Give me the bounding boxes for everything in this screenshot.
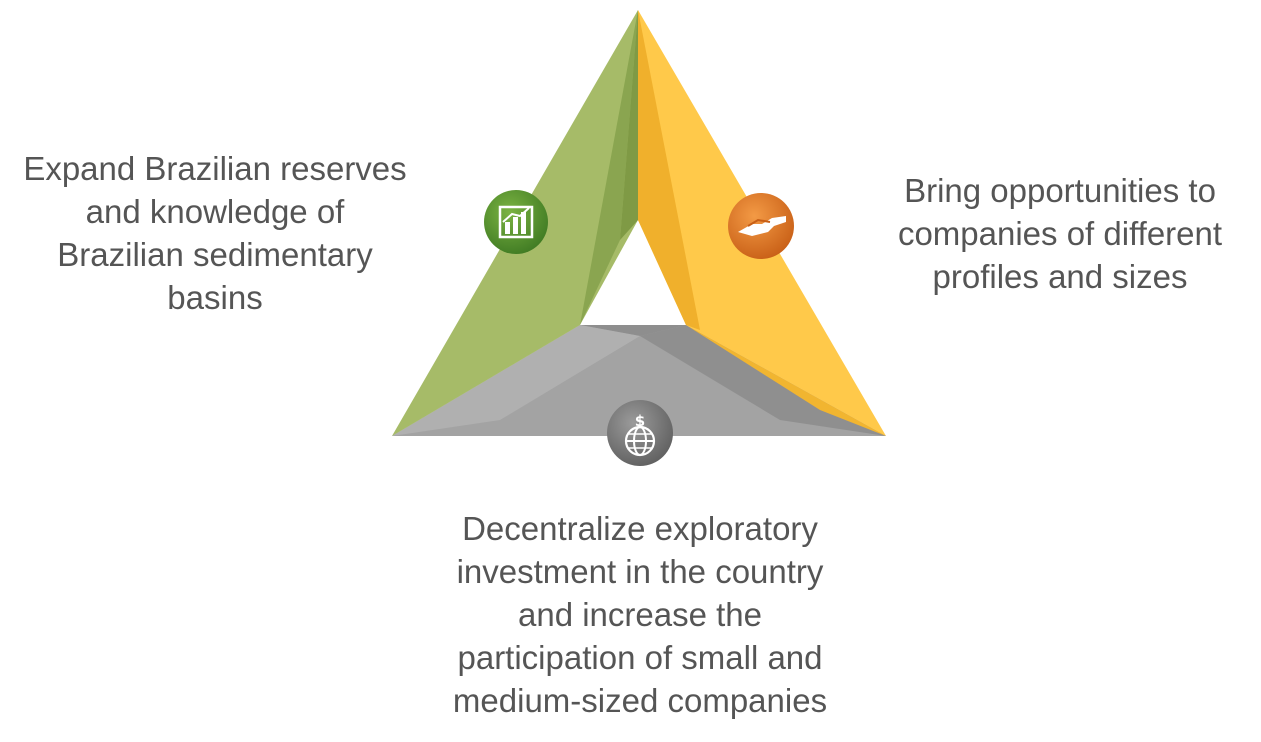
goal-label-line: profiles and sizes: [932, 257, 1188, 295]
goal-label-line: Decentralize exploratory: [462, 510, 818, 547]
goal-label-line: participation of small and: [457, 638, 823, 676]
goal-label-line: basins: [167, 278, 263, 316]
handshake-icon: [728, 193, 794, 259]
goal-label-opportunities: Bring opportunities to companies of diff…: [860, 170, 1260, 299]
goal-label-line: Bring opportunities to: [904, 172, 1216, 209]
goal-label-line: and knowledge of: [85, 192, 345, 230]
svg-text:$: $: [635, 412, 645, 430]
globe-dollar-icon: $: [607, 400, 673, 466]
goal-label-line: medium-sized companies: [452, 681, 828, 719]
goal-label-line: Brazilian sedimentary: [57, 235, 373, 273]
bar-chart-icon: [484, 190, 548, 254]
goal-label-decentralize: Decentralize exploratory investment in t…: [410, 508, 870, 722]
goal-label-line: investment in the country: [456, 552, 824, 590]
goal-label-line: and increase the: [517, 595, 762, 633]
goal-label-reserves: Expand Brazilian reserves and knowledge …: [0, 148, 430, 320]
goal-label-line: Expand Brazilian reserves: [23, 150, 407, 187]
goal-label-line: companies of different: [897, 214, 1223, 252]
